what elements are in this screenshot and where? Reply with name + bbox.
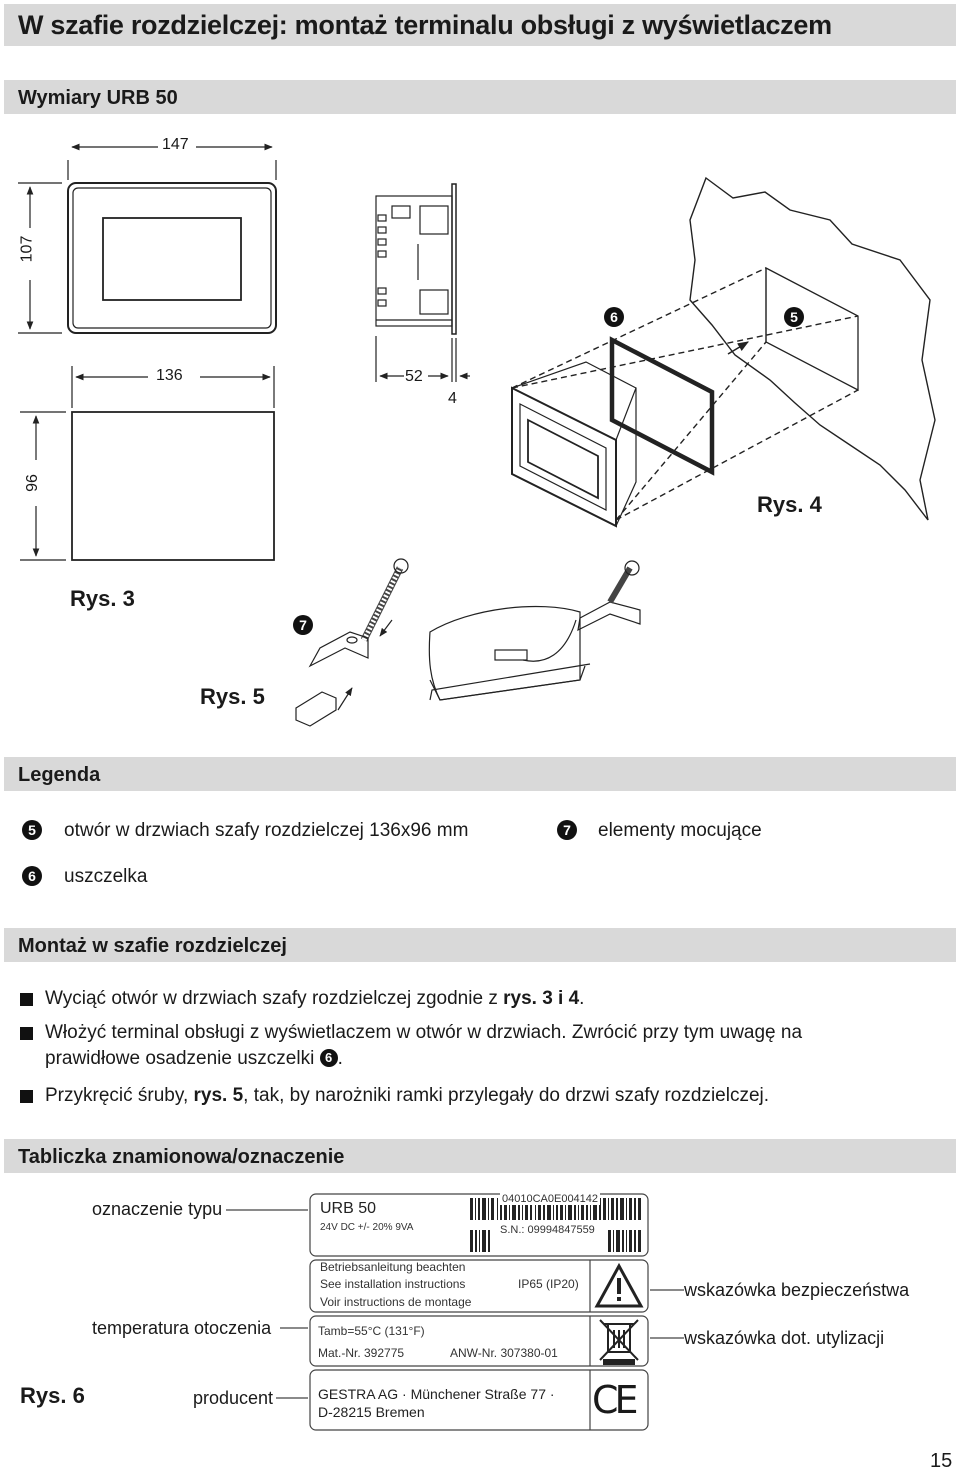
plate-ip: IP65 (IP20): [518, 1277, 579, 1291]
plate-maker-line2: D-28215 Bremen: [318, 1404, 425, 1420]
plate-serial: S.N.: 09994847559: [498, 1224, 597, 1236]
plate-block-maker: [309, 1369, 649, 1431]
side-view-drawing: [375, 183, 470, 382]
figure-5-label: Rys. 5: [200, 684, 265, 709]
seal-frame-drawing: [609, 336, 715, 476]
dim-4: 4: [448, 390, 457, 407]
crossed-bin-icon: [599, 1319, 639, 1365]
bullet-square: [20, 1090, 33, 1103]
mounting-step-2-line2: prawidłowe osadzenie uszczelki 6.: [45, 1048, 343, 1069]
marker-7: 7: [293, 615, 313, 635]
bullet-square: [20, 993, 33, 1006]
legend-text-6: uszczelka: [64, 866, 148, 887]
plate-block-tamb: [309, 1315, 649, 1367]
legend-heading: Legenda: [18, 764, 101, 786]
legend-heading-bar: Legenda: [4, 757, 956, 791]
dimension-drawings: [18, 143, 936, 727]
page-title-bar: W szafie rozdzielczej: montaż terminalu …: [4, 4, 956, 46]
plate-block-top: [309, 1193, 649, 1257]
inline-num-6: 6: [319, 1049, 338, 1067]
callout-temperature: temperatura otoczenia: [92, 1318, 272, 1338]
legend-text-7: elementy mocujące: [598, 820, 762, 841]
plate-power: 24V DC +/- 20% 9VA: [320, 1222, 414, 1233]
ce-mark-icon: CE: [592, 1378, 639, 1422]
front-view-drawing: [18, 143, 277, 334]
figure-4-label: Rys. 4: [757, 492, 822, 517]
panel-door-drawing: [689, 176, 936, 521]
dimensions-heading: Wymiary URB 50: [18, 87, 178, 109]
legend-text-5: otwór w drzwiach szafy rozdzielczej 136x…: [64, 820, 469, 841]
legend-num-5: 5: [22, 820, 42, 840]
mounting-step-1: Wyciąć otwór w drzwiach szafy rozdzielcz…: [45, 988, 585, 1009]
warning-icon: [594, 1262, 644, 1308]
figure-3-label: Rys. 3: [70, 586, 135, 611]
plate-anwnr: ANW-Nr. 307380-01: [450, 1346, 558, 1360]
dimensions-heading-bar: Wymiary URB 50: [4, 80, 956, 114]
mounting-step-2-line1: Włożyć terminal obsługi z wyświetlaczem …: [45, 1022, 803, 1043]
callout-type: oznaczenie typu: [92, 1199, 223, 1219]
dim-96: 96: [23, 474, 41, 492]
callout-disposal: wskazówka dot. utylizacji: [684, 1328, 885, 1348]
legend-num-7: 7: [557, 820, 577, 840]
mounting-step-3: Przykręcić śruby, rys. 5, tak, by narożn…: [45, 1085, 770, 1106]
plate-instr-en: See installation instructions: [320, 1277, 466, 1291]
marker-5: 5: [784, 307, 804, 327]
dim-52: 52: [405, 368, 423, 385]
mounting-heading: Montaż w szafie rozdzielczej: [18, 935, 287, 957]
barcode: [470, 1198, 641, 1252]
fixing-elements-drawing: [295, 558, 641, 727]
plate-block-instr: [309, 1259, 649, 1313]
marker-6: 6: [604, 307, 624, 327]
page-number: 15: [930, 1450, 953, 1472]
nameplate-drawing: [226, 1193, 684, 1431]
figure-6-label: Rys. 6: [20, 1383, 85, 1408]
dim-147: 147: [162, 136, 189, 153]
projection-lines: [511, 267, 859, 521]
page-title: W szafie rozdzielczej: montaż terminalu …: [18, 10, 832, 40]
plate-tamb: Tamb=55°C (131°F): [318, 1324, 425, 1338]
nameplate-heading-bar: Tabliczka znamionowa/oznaczenie: [4, 1139, 956, 1173]
plate-instr-fr: Voir instructions de montage: [320, 1295, 472, 1309]
callout-safety: wskazówka bezpieczeństwa: [684, 1280, 910, 1300]
cutout-view-drawing: [20, 366, 275, 561]
callout-manufacturer: producent: [193, 1388, 274, 1408]
legend-num-6: 6: [22, 866, 42, 886]
nameplate-heading: Tabliczka znamionowa/oznaczenie: [18, 1146, 345, 1168]
plate-maker-line1: GESTRA AG · Münchener Straße 77 ·: [318, 1386, 555, 1402]
plate-code: 04010CA0E004142: [500, 1193, 601, 1205]
mounting-heading-bar: Montaż w szafie rozdzielczej: [4, 928, 956, 962]
bullet-square: [20, 1027, 33, 1040]
dim-136: 136: [156, 367, 183, 384]
terminal-drawing: [511, 361, 637, 528]
plate-model: URB 50: [320, 1200, 377, 1217]
plate-instr-de: Betriebsanleitung beachten: [320, 1260, 466, 1274]
plate-matnr: Mat.-Nr. 392775: [318, 1346, 405, 1360]
dim-107: 107: [18, 235, 36, 263]
